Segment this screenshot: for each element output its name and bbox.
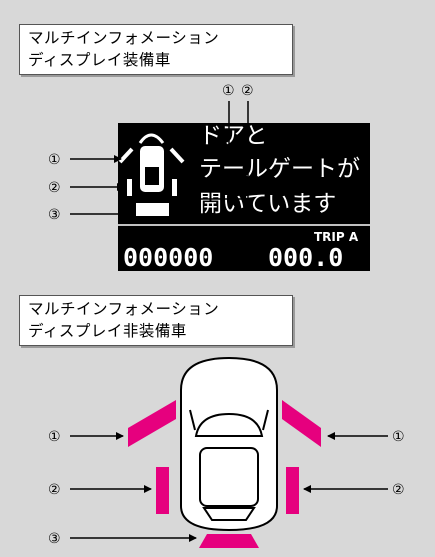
- callout-side-top: ②: [241, 83, 254, 99]
- car-roof: [199, 447, 259, 507]
- equipped-label-line2: ディスプレイ装備車: [28, 51, 171, 69]
- equipped-vehicle-label: マルチインフォメーション ディスプレイ装備車: [19, 24, 293, 75]
- callout-door-left: ①: [48, 152, 61, 168]
- callout-front-door-left: ①: [48, 429, 61, 445]
- top-leader-lines: [70, 101, 249, 218]
- rear-left-door-indicator: [156, 467, 169, 514]
- top-callouts: ① ② ① ② ③: [48, 83, 254, 223]
- callout-tailgate: ③: [48, 531, 61, 547]
- multi-info-display: ドアと テールゲートが 開いています TRIP A 000000 000.0: [118, 123, 370, 272]
- display-message-line1: ドアと: [199, 123, 268, 149]
- non-equipped-label-line2: ディスプレイ非装備車: [28, 322, 187, 340]
- non-equipped-label-line1: マルチインフォメーション: [28, 300, 220, 318]
- front-left-door-indicator: [128, 400, 176, 447]
- car-rear-window: [202, 507, 256, 521]
- tailgate-indicator: [199, 534, 259, 548]
- indicator-segments: [128, 400, 321, 548]
- equipped-label-line1: マルチインフォメーション: [28, 29, 220, 47]
- trip-value: 000.0: [268, 243, 343, 272]
- callout-rear-door-right: ②: [392, 482, 405, 498]
- bottom-leader-lines: [70, 432, 388, 542]
- trip-label: TRIP A: [314, 230, 359, 244]
- callout-side-left: ②: [48, 180, 61, 196]
- callout-door-top: ①: [222, 83, 235, 99]
- car-top-view: [180, 356, 278, 532]
- odometer-value: 000000: [123, 243, 213, 272]
- display-message-line2: テールゲートが: [199, 156, 360, 182]
- callout-front-door-right: ①: [392, 429, 405, 445]
- callout-rear-door-left: ②: [48, 482, 61, 498]
- car-body: [180, 356, 278, 532]
- display-car-icon: [118, 133, 185, 216]
- bottom-callouts: ① ② ③ ① ②: [48, 429, 405, 547]
- rear-right-door-indicator: [286, 467, 299, 514]
- front-right-door-indicator: [282, 400, 321, 447]
- car-windshield: [194, 412, 264, 437]
- display-message-line3: 開いています: [199, 191, 336, 217]
- non-equipped-vehicle-label: マルチインフォメーション ディスプレイ非装備車: [19, 295, 293, 346]
- callout-tailgate-left: ③: [48, 207, 61, 223]
